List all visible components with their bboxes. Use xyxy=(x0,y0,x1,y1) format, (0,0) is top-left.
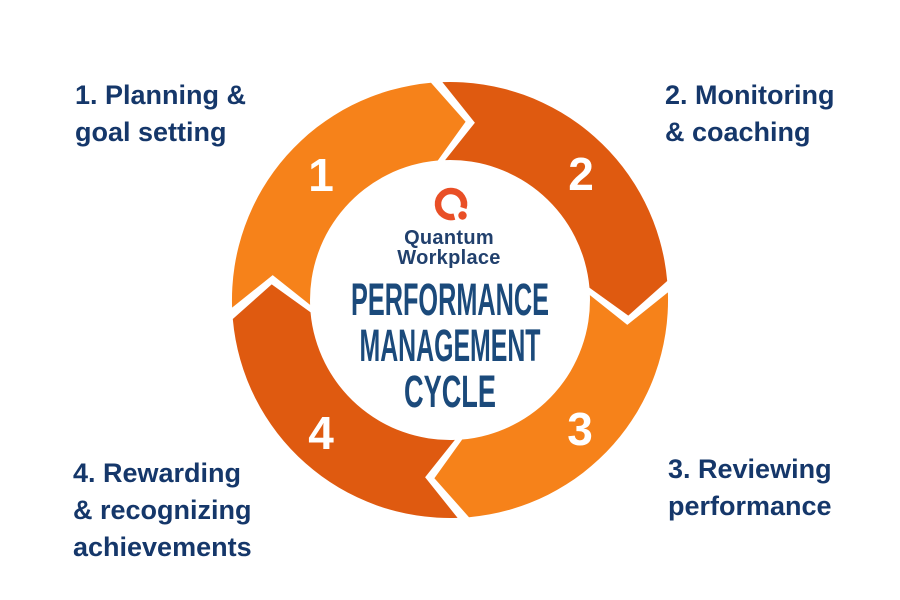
step-label-4-line-3: achievements xyxy=(73,532,252,562)
cycle-segment-4 xyxy=(232,284,458,519)
logo-dot xyxy=(458,211,467,220)
brand-name-line-1: Quantum xyxy=(404,227,494,249)
segment-number-2: 2 xyxy=(568,148,594,200)
step-label-4-line-1: 4. Rewarding xyxy=(73,458,242,488)
step-label-3: 3. Reviewing performance xyxy=(668,451,832,525)
step-label-1-line-1: 1. Planning & xyxy=(75,80,247,110)
step-label-1-line-2: goal setting xyxy=(75,117,227,147)
step-label-3-line-1: 3. Reviewing xyxy=(668,454,832,484)
step-label-4-line-2: & recognizing xyxy=(73,495,252,525)
cycle-segment-1 xyxy=(231,82,466,308)
step-label-1: 1. Planning & goal setting xyxy=(75,77,246,151)
step-label-3-line-2: performance xyxy=(668,491,832,521)
segment-number-4: 4 xyxy=(308,407,334,459)
segment-number-3: 3 xyxy=(567,403,593,455)
diagram-title-line-1: PERFORMANCE xyxy=(351,274,549,325)
brand-name-line-2: Workplace xyxy=(397,247,500,269)
cycle-segment-2 xyxy=(442,81,668,316)
diagram-title-line-3: CYCLE xyxy=(404,366,496,417)
segment-number-1: 1 xyxy=(308,149,334,201)
step-label-2-line-2: & coaching xyxy=(665,117,811,147)
step-label-2: 2. Monitoring & coaching xyxy=(665,77,834,151)
diagram-title-line-2: MANAGEMENT xyxy=(360,320,541,371)
cycle-segment-3 xyxy=(434,292,669,518)
step-label-4: 4. Rewarding & recognizing achievements xyxy=(73,455,252,566)
quantum-workplace-logo-icon xyxy=(434,187,468,221)
step-label-2-line-1: 2. Monitoring xyxy=(665,80,835,110)
logo-ring xyxy=(434,187,468,221)
